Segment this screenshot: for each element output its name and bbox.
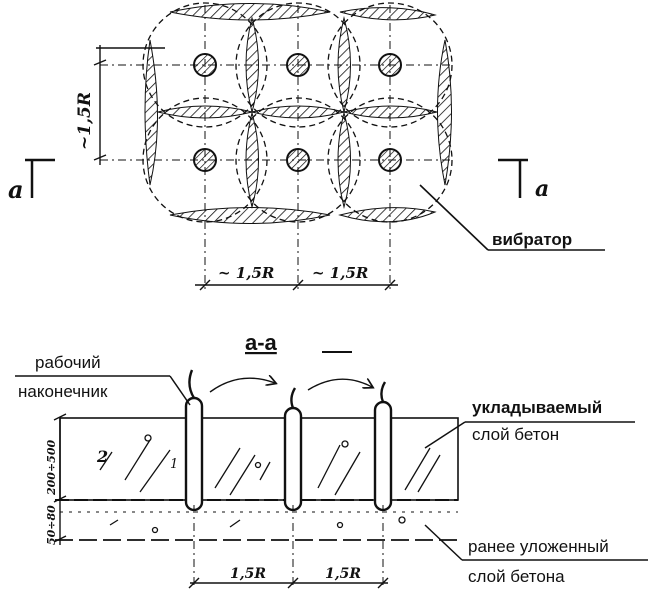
section-mark-left — [25, 158, 55, 198]
vibrator-label: вибратор — [492, 230, 572, 249]
working-tip-label-line2: наконечник — [18, 382, 108, 401]
overlap-lens — [337, 111, 351, 209]
dim-horizontal-left-label: ~ 1,5R — [218, 264, 274, 282]
section-mark-right-letter: a — [535, 176, 549, 202]
vibrator-head — [193, 53, 217, 77]
edge-hatch — [144, 39, 158, 186]
overlap-lens — [342, 105, 438, 119]
vibrator-heads — [193, 53, 402, 172]
vibrator-head — [378, 53, 402, 77]
placed-layer-label-line1: укладываемый — [472, 398, 602, 417]
section-mark-right — [498, 158, 528, 198]
dim-penetration-depth: 50÷80 — [45, 505, 58, 545]
edge-hatch — [339, 7, 437, 21]
placed-concrete-layer — [59, 417, 459, 501]
vibrator-head — [286, 53, 310, 77]
section-title: а-а — [245, 330, 278, 355]
section-vibrator — [373, 381, 393, 512]
dim-vertical — [93, 45, 165, 165]
overlap-lens — [245, 111, 259, 209]
section-mark-left-letter: a — [8, 175, 24, 204]
previous-layer-label-line2: слой бетона — [468, 567, 565, 586]
previous-layer-leader — [424, 524, 648, 561]
vibrator-head — [286, 148, 310, 172]
movement-arrows — [209, 378, 372, 393]
layer-number-bottom: 1 — [170, 457, 178, 472]
dim-horizontal — [195, 279, 398, 291]
edge-hatch — [169, 207, 331, 224]
dim-section-vertical — [53, 413, 67, 545]
section-vibrator — [283, 387, 303, 512]
edge-hatch — [338, 207, 437, 223]
vibrator-leader — [419, 184, 605, 251]
projection-lines — [193, 505, 384, 588]
edge-hatch — [169, 3, 331, 21]
dim-horizontal-right-label: ~ 1,5R — [312, 264, 368, 282]
working-tip-label-line1: рабочий — [35, 353, 101, 372]
section-vibrator — [184, 369, 204, 512]
edge-hatch — [437, 39, 452, 186]
section-vibrators — [184, 369, 393, 512]
concrete-texture — [99, 434, 441, 534]
overlap-zones — [144, 3, 452, 224]
section-view: а-а 2 1 — [15, 330, 648, 589]
dim-section-left-label: 1,5R — [230, 566, 266, 582]
previous-layer-label-line1: ранее уложенный — [468, 537, 609, 556]
dim-section-horizontal — [188, 577, 389, 589]
working-tip-leader — [15, 375, 191, 406]
placed-layer-label-line2: слой бетон — [472, 425, 559, 444]
placed-layer-leader — [424, 421, 635, 449]
dim-layer-thickness: 200÷500 — [45, 440, 58, 496]
dim-vertical-label: ~1,5R — [75, 92, 95, 150]
layer-number-top: 2 — [96, 447, 108, 466]
dim-section-right-label: 1,5R — [325, 566, 361, 582]
plan-view: ~1,5R ~ 1,5R ~ 1,5R a a вибратор — [8, 2, 605, 291]
vibrator-head — [193, 148, 217, 172]
vibrator-head — [378, 148, 402, 172]
